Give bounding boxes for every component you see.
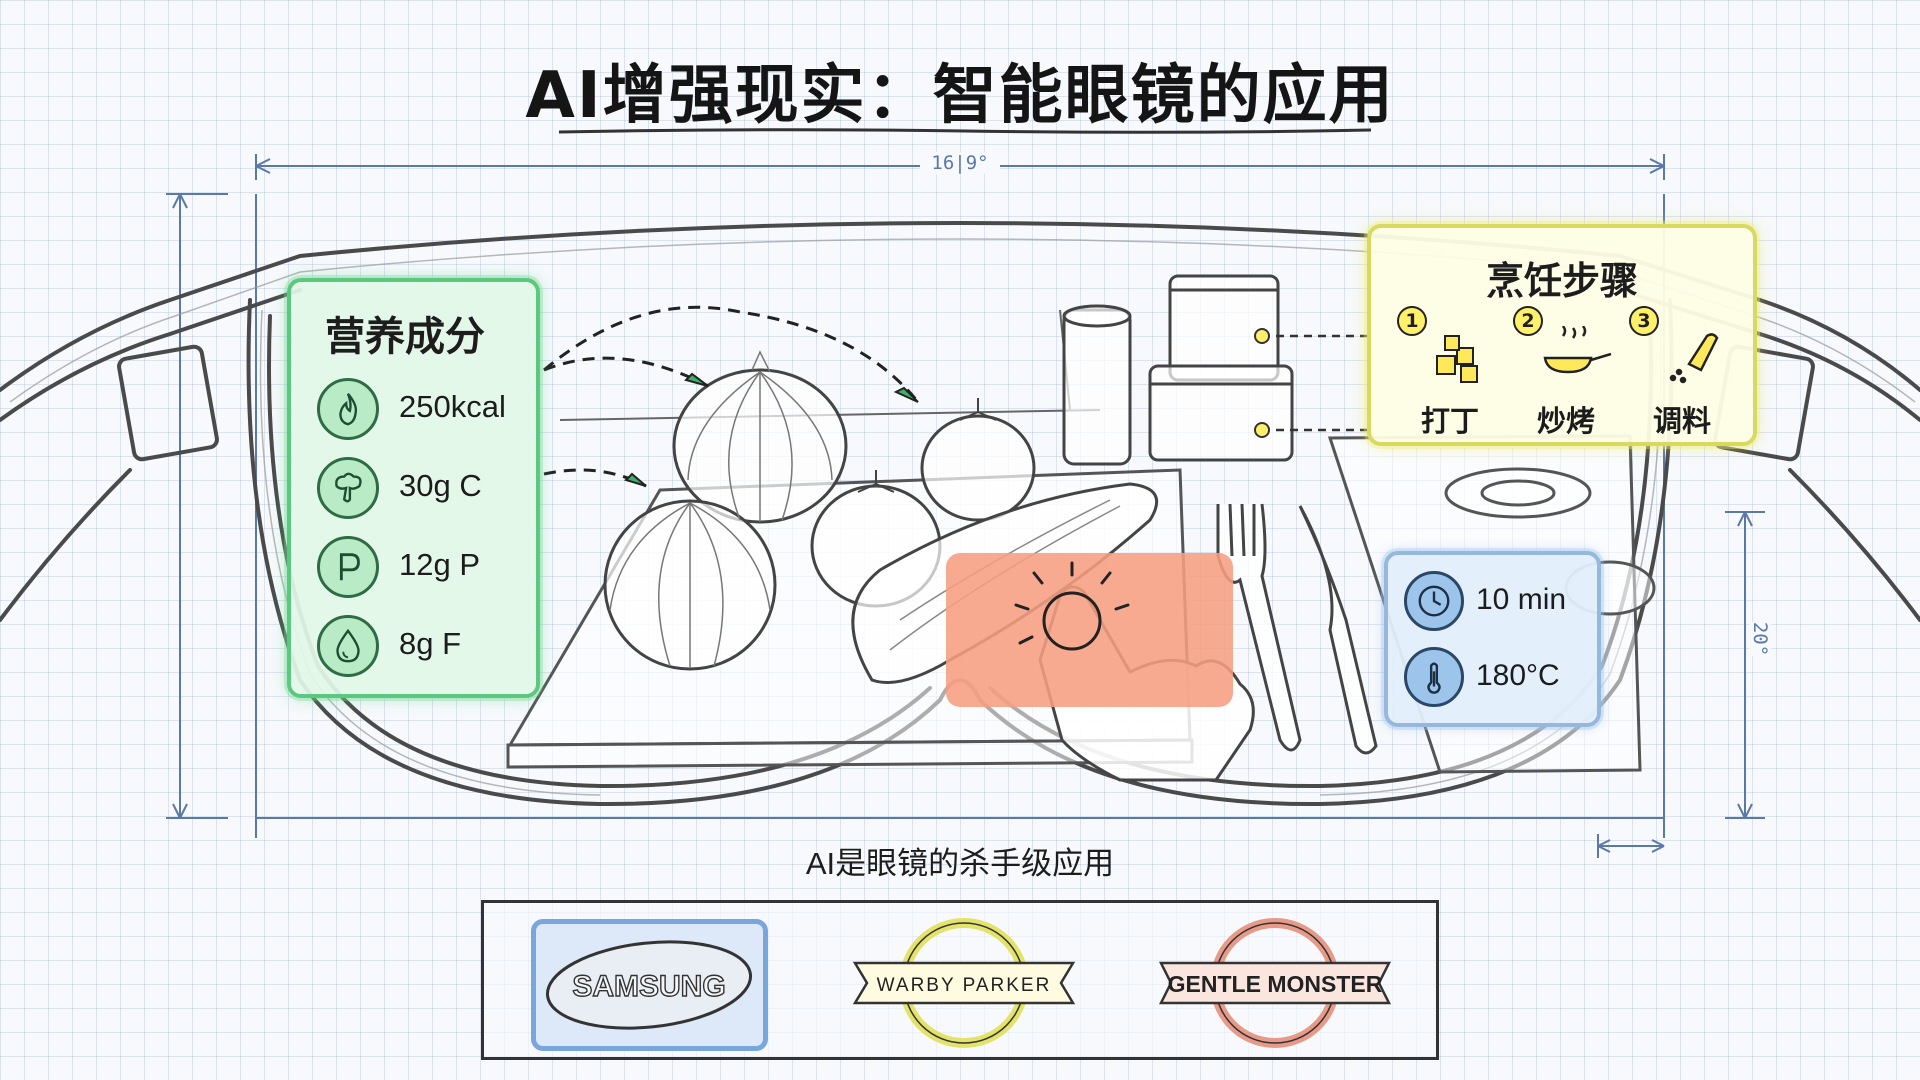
nutrition-item-carbs: 30g C (317, 457, 537, 521)
broccoli-icon (317, 457, 379, 519)
p-letter-icon (317, 536, 379, 598)
ar-touch-button[interactable] (946, 553, 1233, 707)
nutrition-panel[interactable]: 营养成分 250kcal 30g C 12g P 8g F (287, 278, 540, 698)
dice-icon (1436, 335, 1478, 383)
title-underline (558, 128, 1372, 134)
tap-gesture-icon (1014, 561, 1130, 651)
fat-value: 8g F (399, 626, 462, 661)
step-number: 3 (1629, 306, 1659, 336)
brand-logos-frame: SAMSUNG WARBY PARKER GENTLE MONSTER (481, 900, 1439, 1060)
samsung-logo: SAMSUNG (531, 919, 768, 1051)
gentle-monster-logo: GENTLE MONSTER (1158, 918, 1392, 1048)
step-label: 打丁 (1420, 404, 1479, 438)
caption: AI是眼镜的杀手级应用 (805, 846, 1115, 881)
time-value: 10 min (1476, 583, 1567, 616)
step-stir-fry[interactable]: 2 炒烤 (1511, 306, 1621, 438)
samsung-logo-text: SAMSUNG (572, 970, 725, 1003)
flame-icon (317, 378, 379, 440)
salt-shaker-icon (1669, 333, 1719, 384)
nutrition-item-protein: 12g P (317, 536, 537, 600)
step-season[interactable]: 3 调料 (1627, 306, 1737, 438)
temperature-value: 180°C (1476, 659, 1560, 692)
calories-value: 250kcal (399, 389, 506, 424)
cooking-steps-title: 烹饪步骤 (1485, 259, 1638, 303)
step-number: 2 (1513, 306, 1543, 336)
clock-icon (1404, 571, 1464, 631)
drop-icon (317, 615, 379, 677)
step-number: 1 (1397, 306, 1427, 336)
nutrition-title: 营养成分 (325, 314, 485, 360)
thermometer-icon (1404, 647, 1464, 707)
step-label: 调料 (1652, 404, 1711, 438)
gentle-monster-logo-text: GENTLE MONSTER (1168, 971, 1383, 997)
nutrition-item-calories: 250kcal (317, 378, 537, 442)
frying-pan-icon (1543, 326, 1612, 374)
page-title: AI增强现实：智能眼镜的应用 (525, 59, 1395, 133)
height-dimension-label: 20° (1749, 621, 1772, 657)
cooking-steps-panel[interactable]: 烹饪步骤 1 打丁 2 炒烤 3 调料 (1367, 224, 1757, 446)
warby-parker-logo-text: WARBY PARKER (877, 975, 1052, 996)
step-label: 炒烤 (1536, 404, 1595, 438)
protein-value: 12g P (399, 547, 481, 582)
timer-item-temperature: 180°C (1404, 647, 1599, 711)
timer-item-time: 10 min (1404, 571, 1599, 635)
nutrition-item-fat: 8g F (317, 615, 537, 679)
timer-panel[interactable]: 10 min 180°C (1384, 551, 1601, 727)
warby-parker-logo: WARBY PARKER (852, 918, 1076, 1048)
carbs-value: 30g C (399, 468, 482, 503)
step-dice[interactable]: 1 打丁 (1395, 306, 1505, 438)
fov-dimension-label: 16|9° (920, 152, 1000, 174)
